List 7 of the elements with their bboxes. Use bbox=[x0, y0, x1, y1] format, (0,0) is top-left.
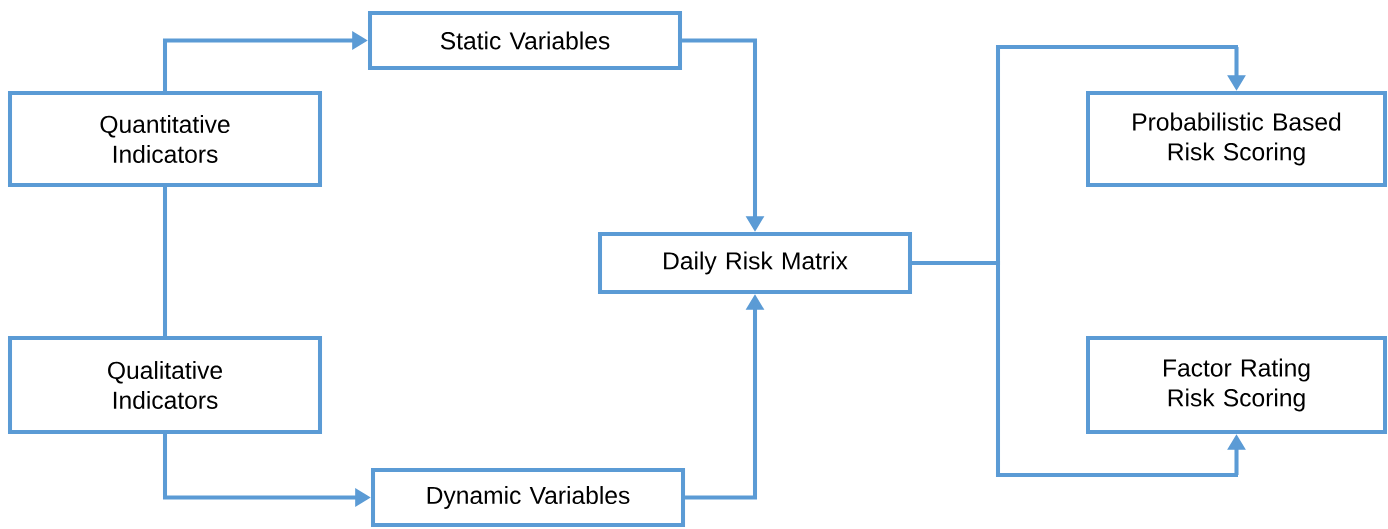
process-box: Dynamic Variables bbox=[371, 468, 686, 528]
process-box: Probabilistic Based Risk Scoring bbox=[1086, 91, 1388, 188]
process-box: Daily Risk Matrix bbox=[598, 232, 912, 295]
process-box: Factor Rating Risk Scoring bbox=[1086, 336, 1388, 435]
process-box: Quantitative Indicators bbox=[8, 91, 322, 188]
process-box: Static Variables bbox=[368, 11, 682, 71]
process-box: Qualitative Indicators bbox=[8, 336, 322, 435]
